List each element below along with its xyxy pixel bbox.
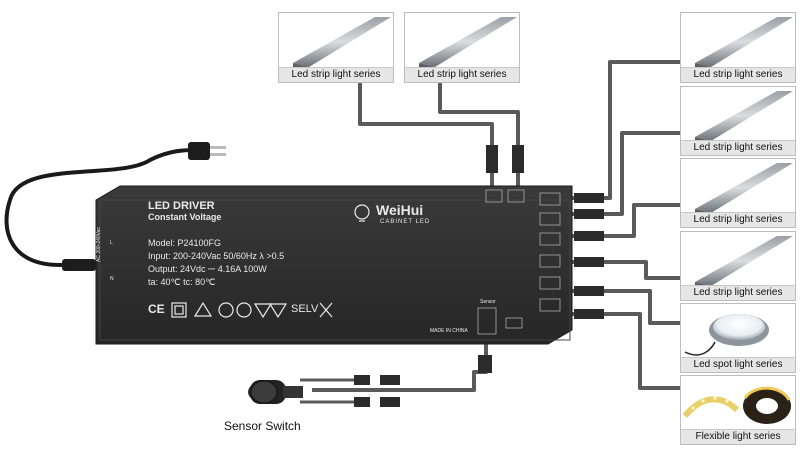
output-port-outlines	[477, 189, 561, 335]
panel-strip-top-1: Led strip light series	[278, 12, 394, 83]
ac-cable	[4, 148, 197, 267]
sensor-connectors	[354, 355, 492, 407]
cable-right-1	[572, 60, 680, 200]
flexible-strip-image	[682, 386, 791, 424]
cable-right-4	[572, 260, 680, 280]
ac-input-label: AC 200-240Vac	[96, 227, 102, 262]
driver-output: Output: 24Vdc ⎓ 4.16A 100W	[148, 264, 267, 274]
panel-label: Led strip light series	[405, 67, 519, 82]
driver-title: LED DRIVER	[148, 200, 215, 212]
driver-subtitle: Constant Voltage	[148, 212, 222, 222]
panel-label: Led spot light series	[681, 357, 795, 372]
brand-bulb-icon	[354, 204, 370, 222]
l-label: L	[110, 240, 113, 246]
certification-icons	[171, 301, 333, 319]
panel-label: Led strip light series	[681, 285, 795, 300]
ce-mark: CE	[148, 302, 165, 316]
ac-plug	[188, 142, 226, 160]
panel-label: Led strip light series	[681, 140, 795, 155]
spot-light-image	[684, 314, 769, 356]
selv-mark: SELV	[291, 303, 319, 315]
panel-spot-light: Led spot light series	[680, 303, 796, 373]
driver-model: Model: P24100FG	[148, 238, 222, 248]
cable-top-1	[358, 82, 494, 148]
panel-label: Led strip light series	[681, 212, 795, 227]
led-strip-image	[419, 17, 517, 69]
sensor-switch-label: Sensor Switch	[224, 419, 301, 433]
brand-name: WeiHui	[376, 202, 424, 218]
cable-top-2	[438, 82, 520, 148]
dc-barrel-connector	[62, 259, 96, 271]
led-strip-image	[695, 163, 793, 215]
panel-label: Led strip light series	[279, 67, 393, 82]
sensor-port-label: Sensor	[480, 299, 496, 305]
brand-subtitle: CABINET LED	[380, 219, 431, 225]
cable-right-5	[572, 289, 680, 325]
driver-temps: ta: 40℃ tc: 80℃	[148, 277, 216, 287]
led-strip-image	[695, 91, 793, 143]
panel-strip-right-2: Led strip light series	[680, 86, 796, 156]
made-in-label: MADE IN CHINA	[430, 328, 468, 334]
driver-input: Input: 200-240Vac 50/60Hz λ >0.5	[148, 251, 285, 261]
led-strip-image	[695, 236, 793, 288]
panel-strip-right-3: Led strip light series	[680, 158, 796, 228]
n-label: N	[110, 276, 114, 282]
led-driver-body	[95, 185, 573, 345]
top-connectors	[486, 145, 524, 173]
right-connectors	[574, 193, 604, 319]
cable-right-6	[572, 312, 680, 390]
panel-label: Flexible light series	[681, 429, 795, 444]
panel-strip-right-4: Led strip light series	[680, 231, 796, 301]
panel-strip-right-1: Led strip light series	[680, 12, 796, 83]
led-strip-image	[293, 17, 391, 69]
led-strip-image	[695, 17, 793, 69]
panel-label: Led strip light series	[681, 67, 795, 82]
panel-flexible-light: Flexible light series	[680, 375, 796, 445]
panel-strip-top-2: Led strip light series	[404, 12, 520, 83]
sensor-switch	[248, 380, 303, 404]
